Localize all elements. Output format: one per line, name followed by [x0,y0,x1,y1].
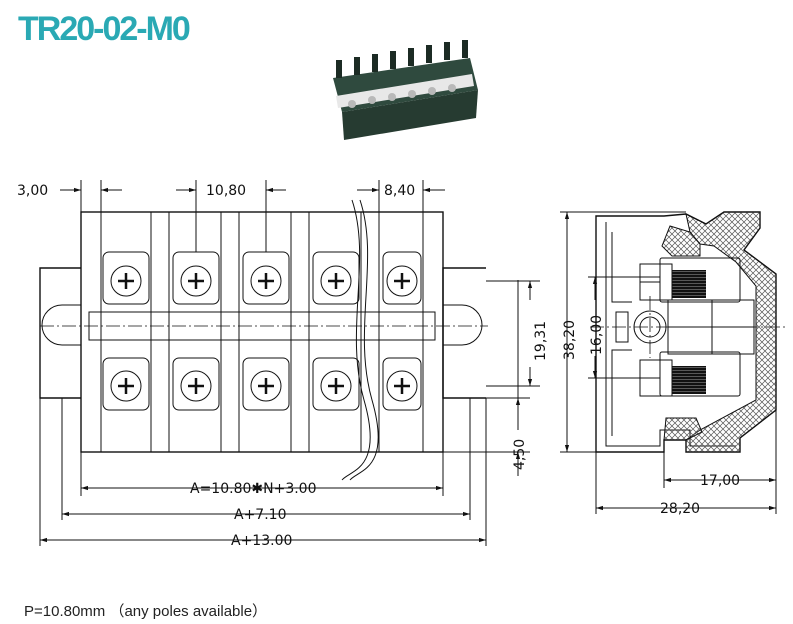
dim-28-20: 28,20 [660,501,700,517]
side-dimensions: 38,20 16,00 17,00 28,20 [560,211,777,517]
dim-a-plus-13-00: A+13.00 [231,533,292,549]
dim-a-plus-7-10: A+7.10 [234,507,286,523]
front-view [39,199,488,481]
side-view [590,211,785,453]
dim-10-80: 10,80 [206,183,246,199]
product-photo [333,40,478,140]
dim-8-40: 8,40 [384,183,415,199]
product-title: TR20-02-M0 [18,10,191,48]
dim-16-00: 16,00 [589,315,605,355]
dim-formula-a: A=10.80✱N+3.00 [190,481,317,497]
dim-38-20: 38,20 [562,320,578,360]
dim-4-50: 4,50 [512,439,528,470]
dim-17-00: 17,00 [700,473,740,489]
pitch-note: P=10.80mm （any poles available） [24,603,268,620]
front-dimensions: 3,00 10,80 8,40 19,31 4,50 A=10.80✱ [17,180,549,549]
dim-19-31: 19,31 [533,321,549,361]
dim-3-00: 3,00 [17,183,48,199]
